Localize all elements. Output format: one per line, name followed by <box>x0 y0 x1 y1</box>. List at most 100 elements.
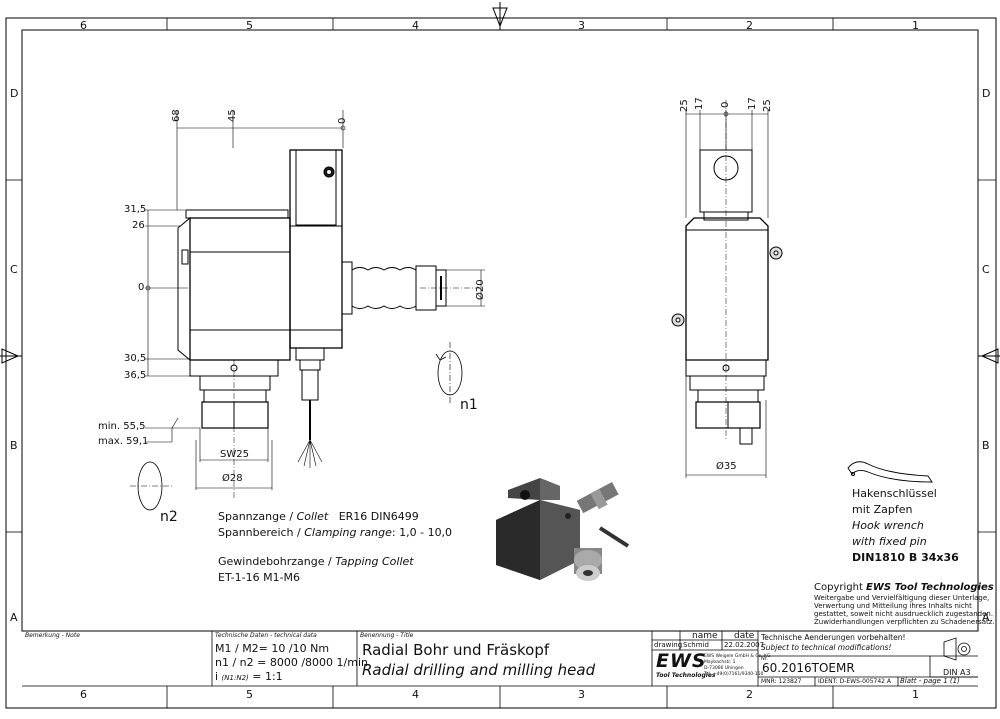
rotation-n2-label: n2 <box>160 509 178 525</box>
grid-row-A-left: A <box>10 611 18 624</box>
note-field-label: Bemerkung - Note <box>25 632 80 639</box>
side-view <box>130 110 485 511</box>
spec-tapping-line: Gewindebohrzange / Tapping Collet <box>218 556 414 567</box>
copyright-line-4: Zuwiderhandlungen verpflichten zu Schade… <box>814 618 995 626</box>
spec-collet-de: Spannzange / <box>218 510 297 523</box>
wrench-note-en-2: with fixed pin <box>852 535 927 548</box>
ident-number: IDENT: D-EWS-005742 A <box>818 678 892 685</box>
drawing-date: 22.02.2007 <box>724 641 765 649</box>
dim-left-30-5: 30,5 <box>124 353 147 364</box>
spec-tapping-en: Tapping Collet <box>335 555 414 568</box>
front-dim-17-right: 17 <box>747 97 758 110</box>
centering-marks <box>0 2 1000 364</box>
col-name-header: name <box>692 631 718 641</box>
sheet-page: Blatt - page 1 (1) <box>900 677 960 685</box>
dim-left-31-5: 31,5 <box>124 204 147 215</box>
grid-col-6-bottom: 6 <box>80 688 87 701</box>
front-dim-25-right: 25 <box>762 99 773 112</box>
dim-left-26: 26 <box>132 220 145 231</box>
spec-clamping-de: Spannbereich / <box>218 526 305 539</box>
grid-row-A-right: A <box>982 611 990 624</box>
grid-col-5-top: 5 <box>246 19 253 32</box>
dim-left-min: min. 55,5 <box>98 421 146 432</box>
tech-data-speed: n1 / n2 = 8000 /8000 1/min <box>215 656 368 669</box>
part-number: 60.2016TOEMR <box>762 661 855 675</box>
dim-top-45: 45 <box>227 109 238 122</box>
front-dim-0: 0 <box>720 101 731 108</box>
spec-tapping-value: ET-1-16 M1-M6 <box>218 571 301 584</box>
dim-top-0: 0 <box>337 117 348 124</box>
title-de: Radial Bohr und Fräskopf <box>362 641 550 659</box>
dim-left-max: max. 59,1 <box>98 436 149 447</box>
spec-clamping-line: Spannbereich / Clamping range: 1,0 - 10,… <box>218 527 452 538</box>
grid-row-B-right: B <box>982 439 990 452</box>
tech-data-torque: M1 / M2= 10 /10 Nm <box>215 642 330 655</box>
grid-col-5-bottom: 5 <box>246 688 253 701</box>
copyright-line-2: Verwertung und Mitteilung ihres Inhalts … <box>814 602 972 610</box>
grid-row-C-right: C <box>982 263 990 276</box>
dim-top-68: 68 <box>171 109 182 122</box>
spec-collet-line: Spannzange / Collet ER16 DIN6499 <box>218 511 419 522</box>
ews-logo: EWS <box>656 650 707 672</box>
copyright-title: Copyright EWS Tool Technologies <box>814 583 994 593</box>
dim-left-36-5: 36,5 <box>124 370 147 381</box>
nr-label: Nr. <box>761 656 768 662</box>
wrench-note-din: DIN1810 B 34x36 <box>852 551 959 564</box>
col-date-header: date <box>734 631 755 641</box>
drawing-label: drawing <box>654 641 683 649</box>
isometric-render <box>496 478 630 581</box>
paper-format: DIN A3 <box>943 668 971 677</box>
spec-collet-en: Collet <box>296 510 329 523</box>
front-dim-25-left: 25 <box>679 99 690 112</box>
spec-clamping-en: Clamping range <box>304 526 392 539</box>
ews-logo-sub: Tool Technologies <box>656 672 716 679</box>
tech-data-ratio: i (N1:N2) = 1:1 <box>215 671 283 682</box>
ews-address-2: Maybachstr. 1 <box>704 660 736 665</box>
grid-col-2-top: 2 <box>746 19 753 32</box>
drawing-name: Schmid <box>683 641 709 649</box>
copyright-line-3: gestattet, soweit nicht ausdruecklich zu… <box>814 610 994 618</box>
grid-col-3-top: 3 <box>578 19 585 32</box>
copyright-brand: EWS Tool Technologies <box>866 582 994 593</box>
grid-row-D-right: D <box>982 87 991 100</box>
title-field-label: Benennung - Title <box>360 632 414 639</box>
grid-col-3-bottom: 3 <box>578 688 585 701</box>
ews-address-3: D-73066 Uhingen <box>704 666 744 671</box>
title-block-grid <box>22 630 978 687</box>
grid-row-D-left: D <box>10 87 19 100</box>
outer-frame <box>5 17 997 709</box>
spec-collet-value: ER16 DIN6499 <box>338 510 419 523</box>
grid-col-2-bottom: 2 <box>746 688 753 701</box>
ratio-sub: (N1:N2) <box>221 674 249 682</box>
copyright-prefix: Copyright <box>814 582 867 593</box>
ratio-value: = 1:1 <box>252 670 283 683</box>
grid-col-1-bottom: 1 <box>912 688 919 701</box>
wrench-note-en-1: Hook wrench <box>852 519 924 532</box>
mnr-number: MNR: 123827 <box>761 678 802 685</box>
tech-changes-en: Subject to technical modifications! <box>761 643 892 652</box>
dim-collet-dia: Ø20 <box>475 279 486 300</box>
grid-col-1-top: 1 <box>912 19 919 32</box>
spec-clamping-value: : 1,0 - 10,0 <box>391 526 453 539</box>
dim-sw25: SW25 <box>220 449 249 460</box>
front-dim-dia-35: Ø35 <box>716 461 737 472</box>
ews-logo-mark <box>655 655 699 675</box>
dim-left-0: 0 <box>138 282 145 293</box>
grid-col-4-top: 4 <box>412 19 419 32</box>
ews-address-1: EWS Weigele GmbH & Co. KG <box>704 654 771 659</box>
ews-address-4: Tel. +49(0)7161/9340-150 <box>704 672 764 677</box>
ratio-prefix: i <box>215 670 222 683</box>
wrench-note-de-1: Hakenschlüssel <box>852 487 937 500</box>
grid-col-4-bottom: 4 <box>412 688 419 701</box>
spec-tapping-de: Gewindebohrzange / <box>218 555 336 568</box>
grid-row-C-left: C <box>10 263 18 276</box>
projection-symbol <box>943 637 971 661</box>
rotation-n1-label: n1 <box>460 397 478 413</box>
title-en: Radial drilling and milling head <box>362 661 596 679</box>
grid-row-B-left: B <box>10 439 18 452</box>
grid-col-6-top: 6 <box>80 19 87 32</box>
front-dim-17-left: 17 <box>694 97 705 110</box>
tech-changes-de: Technische Aenderungen vorbehalten! <box>761 633 906 642</box>
